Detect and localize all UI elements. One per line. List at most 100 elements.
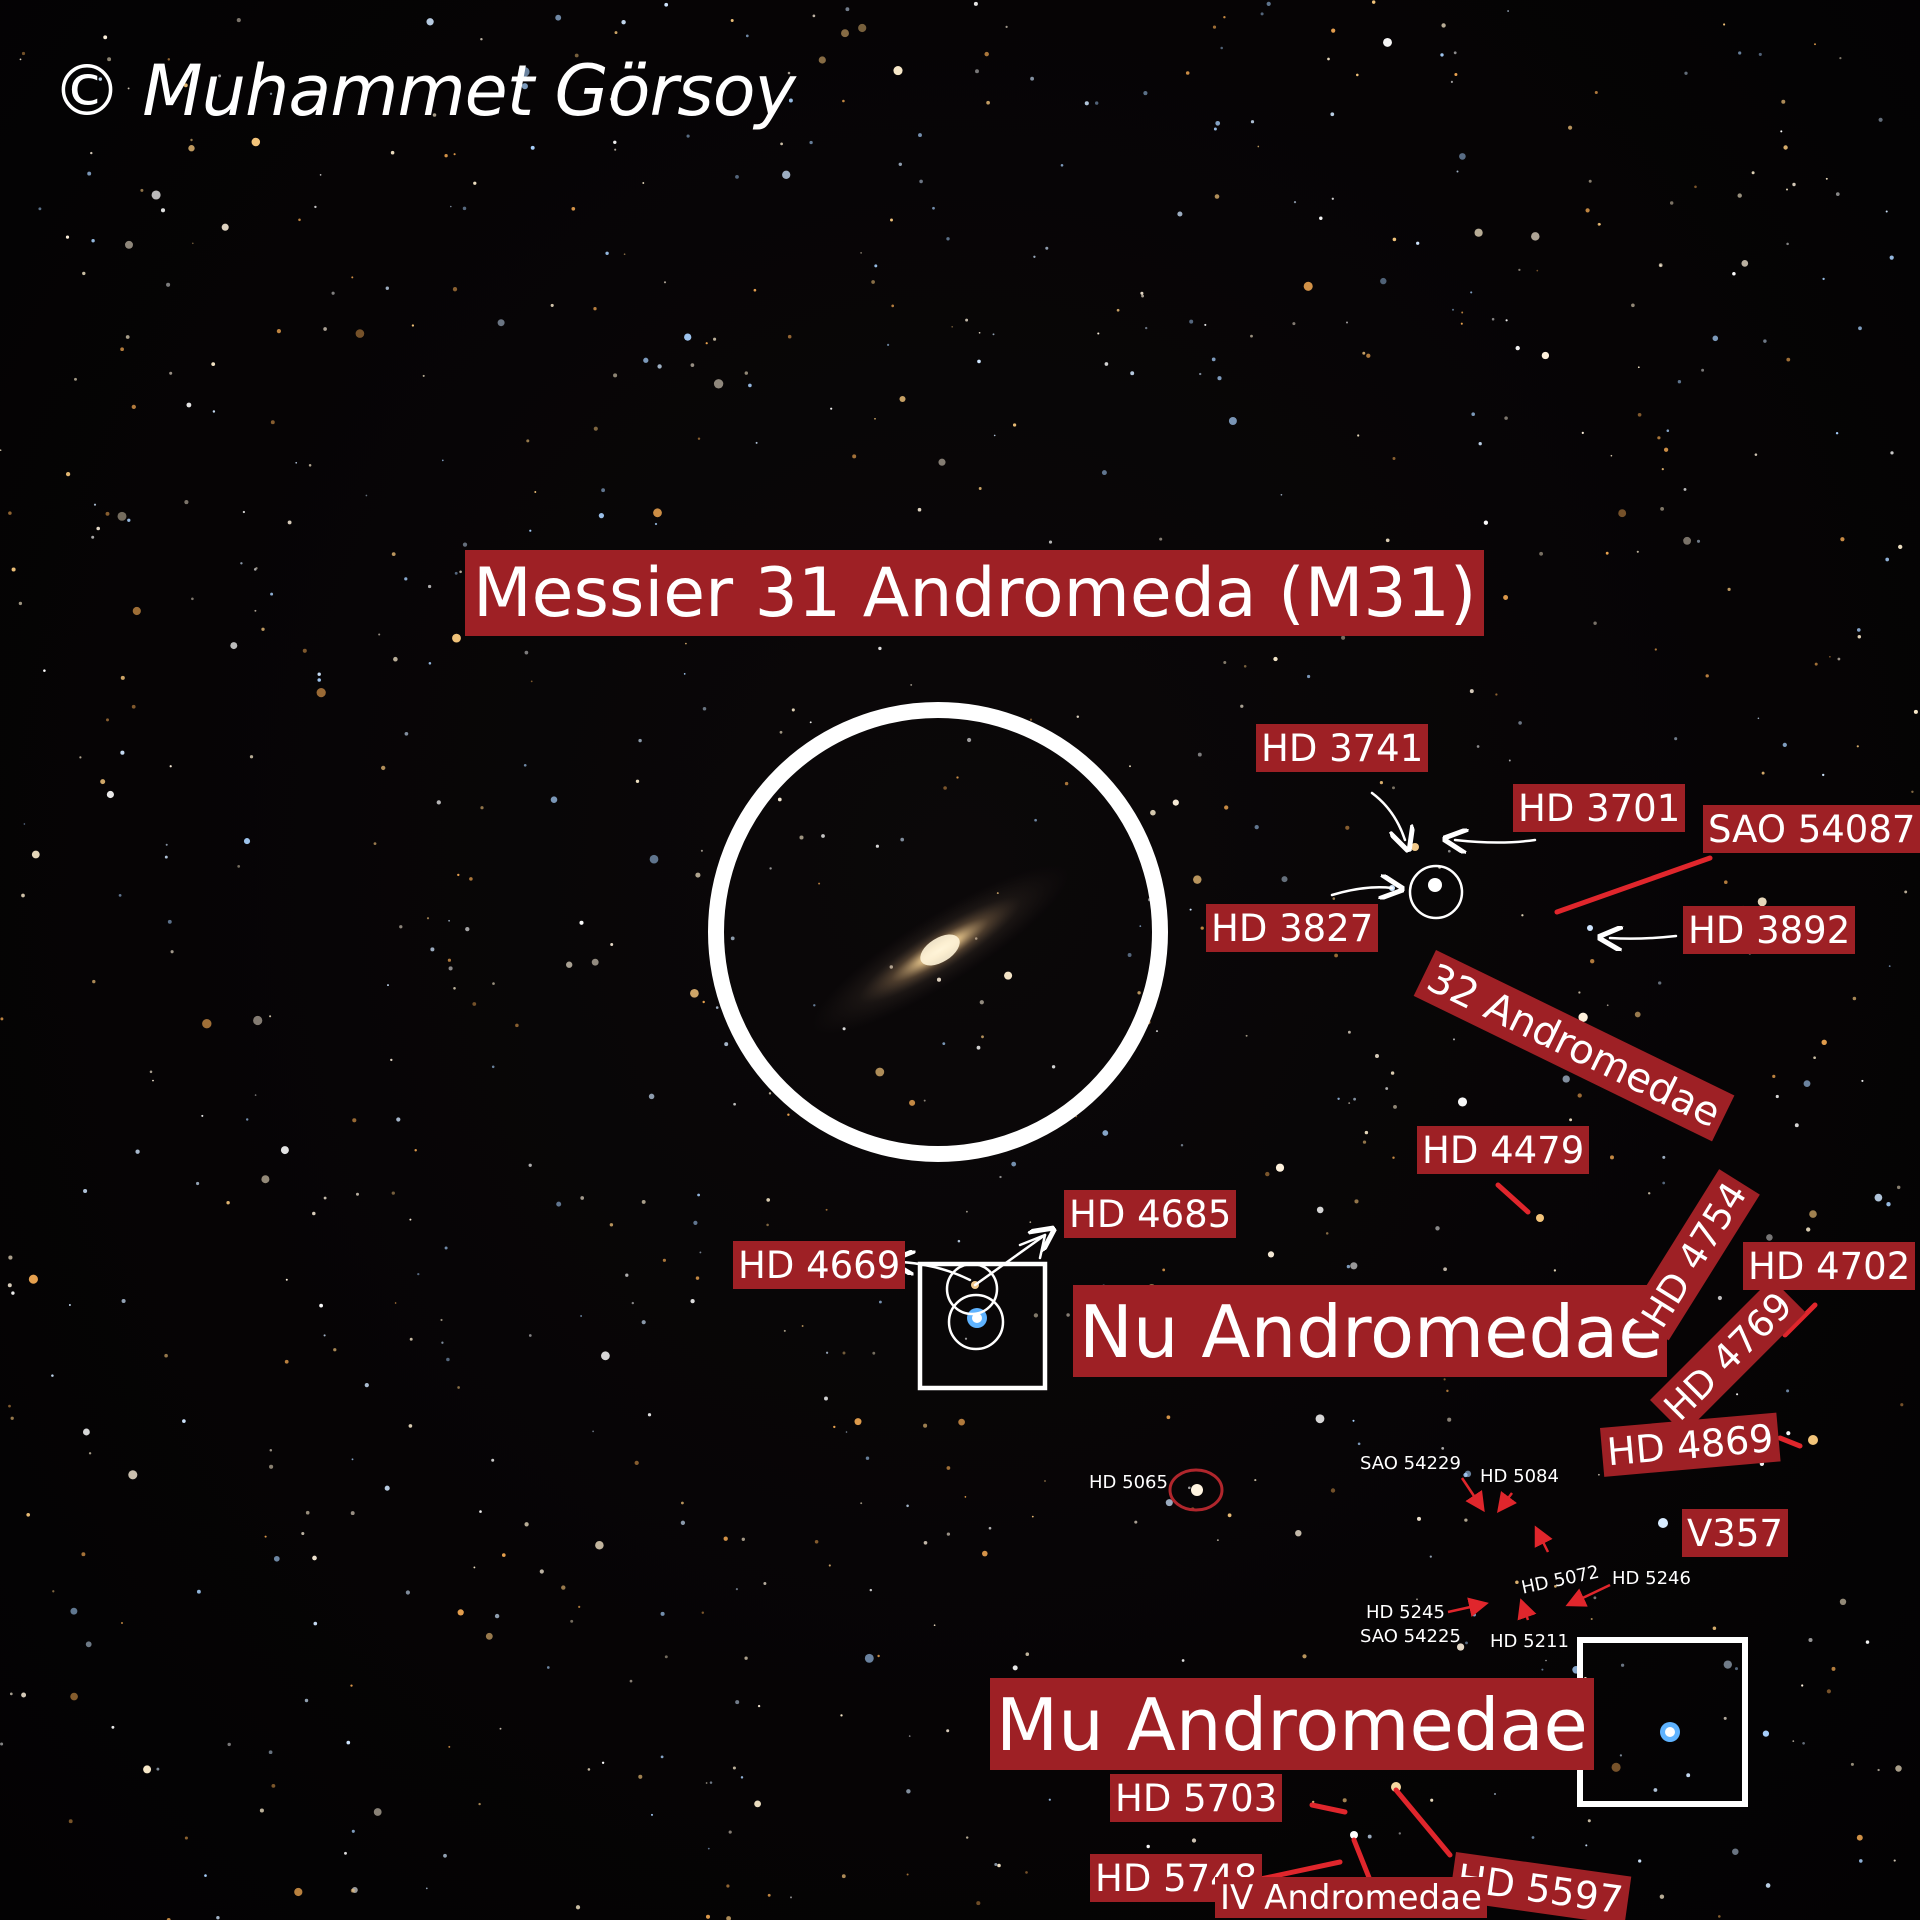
star <box>975 69 979 74</box>
star <box>705 1782 708 1784</box>
star <box>578 1605 581 1608</box>
star <box>1587 1819 1591 1823</box>
white-arrows <box>902 791 1678 1287</box>
star <box>312 1211 316 1216</box>
star <box>480 37 483 41</box>
star <box>196 1589 201 1594</box>
star <box>88 1452 92 1455</box>
star <box>1217 376 1222 381</box>
star <box>1383 37 1392 47</box>
star <box>98 77 103 81</box>
star <box>302 648 307 653</box>
star <box>976 1901 981 1906</box>
label-mu-andromedae: Mu Andromedae <box>990 1678 1594 1770</box>
star <box>70 1692 78 1701</box>
star <box>212 410 216 413</box>
star <box>814 1540 819 1544</box>
star <box>1738 51 1742 55</box>
star <box>878 646 882 651</box>
star <box>201 1114 204 1117</box>
star <box>243 838 251 845</box>
star <box>448 966 453 971</box>
label-hd-3827: HD 3827 <box>1206 904 1379 952</box>
star <box>695 1276 700 1280</box>
star <box>182 1419 186 1423</box>
star <box>118 894 122 897</box>
star <box>1228 417 1237 425</box>
star <box>877 1654 880 1658</box>
star <box>409 1218 412 1221</box>
star <box>226 1200 230 1205</box>
star <box>601 1351 610 1361</box>
star <box>344 1851 347 1855</box>
star <box>664 2 669 7</box>
star <box>641 1320 646 1325</box>
star <box>1808 1637 1813 1643</box>
star <box>1712 335 1719 342</box>
photo-credit: © Muhammet Görsoy <box>52 50 796 132</box>
star <box>111 1725 115 1729</box>
star <box>1204 323 1207 326</box>
star <box>1104 362 1109 366</box>
star <box>270 592 274 596</box>
star <box>417 1272 420 1276</box>
star <box>167 58 171 61</box>
star <box>441 1341 444 1344</box>
star <box>1417 1516 1421 1521</box>
star <box>1822 277 1825 281</box>
star <box>1666 429 1670 432</box>
star <box>1330 112 1335 117</box>
star <box>1518 721 1522 725</box>
label-hd-4479: HD 4479 <box>1417 1126 1590 1174</box>
star <box>170 950 174 954</box>
star <box>1585 208 1590 213</box>
star <box>1504 416 1508 420</box>
star <box>932 206 935 210</box>
label-hd-4685: HD 4685 <box>1064 1190 1237 1238</box>
star <box>787 334 792 339</box>
star <box>196 1181 200 1186</box>
star <box>1461 311 1464 314</box>
star <box>701 1611 705 1614</box>
star <box>1084 101 1089 106</box>
star <box>1199 372 1202 376</box>
star <box>1346 1264 1351 1269</box>
star <box>1598 223 1601 226</box>
star <box>1825 177 1828 180</box>
star <box>452 287 458 292</box>
star <box>270 420 275 425</box>
star <box>430 947 435 952</box>
star <box>984 51 989 57</box>
star <box>259 1808 264 1813</box>
star <box>654 522 658 526</box>
star <box>587 1768 591 1771</box>
star <box>592 1430 594 1433</box>
star <box>1611 1762 1621 1772</box>
star <box>938 458 946 466</box>
star <box>1012 423 1017 427</box>
star <box>254 1094 257 1096</box>
star <box>898 162 903 167</box>
star <box>521 83 528 90</box>
star <box>748 383 752 388</box>
star <box>923 1099 926 1102</box>
star <box>261 627 265 631</box>
star <box>713 379 724 389</box>
star <box>686 134 690 138</box>
star <box>1837 657 1841 661</box>
star <box>613 373 618 378</box>
star <box>1577 1093 1582 1098</box>
star <box>893 66 903 76</box>
star <box>298 218 301 222</box>
star <box>642 182 645 184</box>
star <box>906 1789 911 1794</box>
star <box>1216 1539 1219 1542</box>
star <box>350 1888 355 1893</box>
star <box>160 208 166 213</box>
star <box>740 1776 744 1779</box>
star <box>271 1783 276 1788</box>
star <box>821 834 825 838</box>
star <box>21 1692 27 1698</box>
star <box>1097 332 1100 335</box>
